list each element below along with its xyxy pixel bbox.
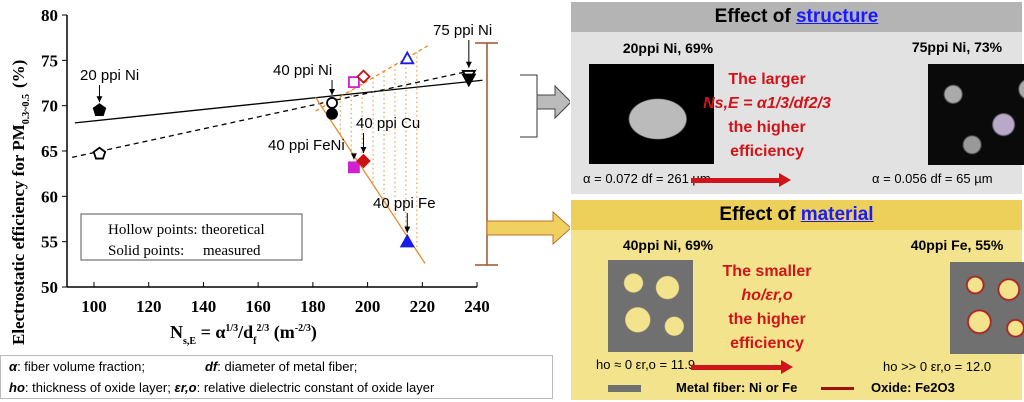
- y-tick-label: 50: [41, 278, 58, 297]
- material-left-caption: ho ≈ 0 εr,o = 11.9: [596, 357, 696, 372]
- ni-foam-illustration: [608, 260, 693, 352]
- material-right-label: 40ppi Fe, 55%: [910, 237, 1004, 253]
- red-arrow-icon: [691, 173, 791, 187]
- y-tick-label: 65: [41, 142, 58, 161]
- legend-box: [80, 213, 303, 261]
- structure-left-label: 20ppi Ni, 69%: [622, 40, 714, 56]
- structure-panel: Effect of structure 20ppi Ni, 69% 75ppi …: [571, 2, 1024, 194]
- x-tick-label: 120: [136, 297, 162, 316]
- point-theoretical: [399, 50, 415, 65]
- arrow-head-icon: [329, 88, 336, 95]
- gray-arrow-icon: [536, 84, 570, 120]
- arrow-head-icon: [465, 61, 472, 68]
- legend-hollow: Hollow points: theoretical: [108, 222, 265, 238]
- x-axis-label: Ns,E = α1/3/df2/3 (m-2/3): [170, 322, 317, 347]
- fit-line-dashed: [71, 68, 478, 158]
- arrow-head-icon: [350, 153, 357, 160]
- series-label: 40 ppi Fe: [373, 195, 436, 212]
- arrow-head-icon: [360, 146, 367, 153]
- point-theoretical: [356, 69, 371, 84]
- bracket: [520, 74, 538, 138]
- oxide-swatch: [821, 387, 854, 390]
- point-theoretical: [92, 146, 107, 160]
- point-measured: [356, 153, 371, 169]
- x-tick-label: 180: [300, 297, 326, 316]
- point-measured: [326, 107, 338, 120]
- point-measured: [348, 161, 360, 174]
- y-tick-label: 75: [41, 51, 58, 70]
- arrow-head-icon: [404, 226, 411, 233]
- point-measured: [92, 103, 107, 116]
- sem-image-75ppi: [928, 64, 1024, 165]
- footnote: α: fiber volume fraction;df: diameter of…: [0, 355, 553, 399]
- efficiency-chart: 100 120 140 160 180 200 220 240 50 55 60 65 70 75 80 2…: [9, 6, 570, 347]
- material-left-label: 40ppi Ni, 69%: [622, 237, 714, 253]
- x-tick-label: 220: [410, 297, 436, 316]
- x-tick-label: 240: [464, 297, 490, 316]
- oxide-legend: Oxide: Fe2O3: [871, 380, 955, 395]
- structure-left-caption: α = 0.072 df = 261 µm: [583, 171, 711, 186]
- series-label: 40 ppi FeNi: [268, 137, 345, 154]
- yellow-arrow-icon: [486, 210, 570, 246]
- y-axis-label: Electrostatic efficiency for PM0.3~0.5(%…: [9, 60, 32, 345]
- series-label: 40 ppi Ni: [273, 62, 332, 79]
- arrow-head-icon: [96, 96, 103, 103]
- fit-line-solid: [74, 79, 483, 124]
- x-tick-label: 160: [245, 297, 271, 316]
- structure-right-label: 75ppi Ni, 73%: [911, 39, 1003, 55]
- series-label: 20 ppi Ni: [80, 67, 139, 84]
- metal-swatch: [608, 385, 641, 392]
- material-title: Effect of material: [571, 200, 1022, 230]
- material-panel: Effect of material 40ppi Ni, 69% 40ppi F…: [571, 200, 1024, 400]
- point-theoretical: [326, 97, 338, 109]
- material-right-caption: ho >> 0 εr,o = 12.0: [883, 359, 992, 374]
- y-tick-label: 60: [41, 187, 58, 206]
- point-measured: [399, 233, 415, 248]
- fe-foam-illustration: [950, 262, 1024, 354]
- structure-right-caption: α = 0.056 df = 65 µm: [872, 171, 993, 186]
- series-label: 75 ppi Ni: [433, 22, 492, 39]
- sem-image-20ppi: [589, 64, 714, 164]
- y-tick-label: 70: [41, 97, 58, 116]
- x-tick-label: 200: [355, 297, 381, 316]
- point-theoretical: [348, 76, 360, 88]
- y-tick-label: 55: [41, 233, 58, 252]
- legend-solid: Solid points: measured: [108, 243, 261, 259]
- y-tick-label: 80: [41, 6, 58, 25]
- series-label: 40 ppi Cu: [356, 115, 420, 132]
- point-measured: [461, 73, 477, 88]
- structure-title: Effect of structure: [571, 2, 1022, 32]
- metal-legend: Metal fiber: Ni or Fe: [676, 380, 798, 395]
- red-arrow-icon: [691, 360, 793, 374]
- x-tick-label: 100: [81, 297, 107, 316]
- x-tick-label: 140: [191, 297, 217, 316]
